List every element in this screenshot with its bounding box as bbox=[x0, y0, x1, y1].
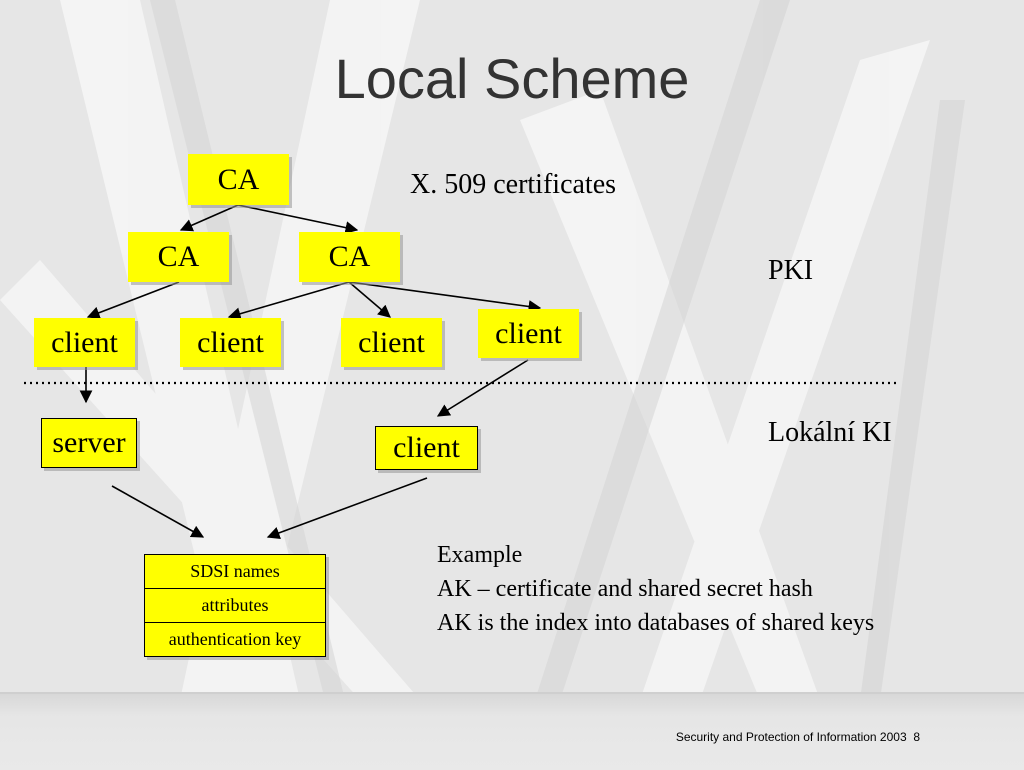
arrow-ca-root-to-ca-right bbox=[237, 204, 359, 234]
certificate-record: SDSI names attributes authentication key bbox=[144, 554, 326, 657]
arrow-ca-left-to-client-1 bbox=[86, 281, 180, 319]
arrow-server-to-record bbox=[111, 485, 205, 538]
node-ca-left-label: CA bbox=[157, 240, 200, 273]
arrow-ca-right-to-client-4 bbox=[348, 281, 542, 313]
node-client-1: client bbox=[34, 318, 135, 367]
label-x509-certificates: X. 509 certificates bbox=[410, 169, 617, 200]
node-client-3-label: client bbox=[358, 325, 425, 359]
arrow-ca-right-to-client-2 bbox=[227, 281, 350, 320]
node-client-2: client bbox=[180, 318, 281, 367]
slide-title: Local Scheme bbox=[334, 47, 690, 110]
node-server-label: server bbox=[52, 426, 126, 459]
node-client-4-label: client bbox=[495, 316, 562, 350]
example-note: Example AK – certificate and shared secr… bbox=[437, 538, 874, 640]
arrow-ca-root-to-ca-left bbox=[179, 204, 239, 232]
node-ca-left: CA bbox=[128, 232, 229, 282]
label-pki: PKI bbox=[768, 255, 814, 286]
node-ca-root-label: CA bbox=[217, 162, 260, 196]
node-client-2-label: client bbox=[197, 325, 264, 359]
node-client-local-label: client bbox=[393, 431, 460, 464]
node-server: server bbox=[41, 418, 137, 468]
note-line-example: Example bbox=[437, 542, 523, 568]
arrow-client-4-to-client-local bbox=[436, 359, 529, 417]
record-field-sdsi-names: SDSI names bbox=[145, 555, 325, 589]
label-local-ki: Lokální KI bbox=[768, 417, 892, 448]
node-client-4: client bbox=[478, 309, 579, 358]
note-line-ak-definition: AK – certificate and shared secret hash bbox=[437, 576, 813, 602]
footer-text: Security and Protection of Information 2… bbox=[675, 730, 907, 744]
page-number: 8 bbox=[913, 730, 920, 744]
note-line-ak-index: AK is the index into databases of shared… bbox=[437, 610, 875, 636]
node-ca-right: CA bbox=[299, 232, 400, 282]
node-ca-root: CA bbox=[188, 154, 289, 205]
node-client-1-label: client bbox=[51, 325, 118, 359]
slide-footer: Security and Protection of Information 2… bbox=[676, 730, 920, 744]
record-field-authentication-key: authentication key bbox=[168, 629, 302, 649]
record-field-attributes: attributes bbox=[145, 589, 325, 623]
node-ca-right-label: CA bbox=[328, 240, 371, 273]
footer-band bbox=[0, 692, 1024, 770]
arrow-client-local-to-record bbox=[266, 477, 428, 539]
node-client-local: client bbox=[375, 426, 478, 470]
node-client-3: client bbox=[341, 318, 442, 367]
arrow-ca-right-to-client-3 bbox=[348, 281, 391, 318]
